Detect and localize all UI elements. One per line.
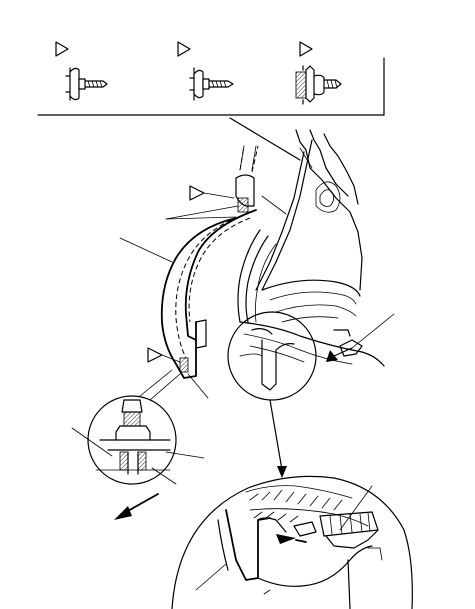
direction-arrow-icon (114, 493, 159, 520)
direction-arrow-icon (276, 534, 296, 544)
fender-liner-part (160, 145, 259, 379)
leader-lines (71, 195, 395, 595)
clip-fastener-icon (295, 65, 342, 105)
triangle-callout-icon (177, 41, 191, 57)
triangle-callout-icon (299, 41, 313, 57)
screw-with-washer-icon (65, 67, 108, 101)
triangle-callout-icon (55, 41, 69, 57)
direction-arrow-icon (277, 466, 287, 478)
fastener-item-a (55, 41, 108, 101)
direction-arrow-icon (326, 350, 338, 362)
bottom-detail-view (171, 475, 413, 609)
upper-fender-clip (237, 197, 249, 213)
lower-splash-guard-clip (179, 357, 189, 373)
fastener-item-c (295, 41, 342, 105)
clip-detail-circle (87, 395, 177, 485)
body-detail-circle (227, 311, 317, 401)
screw-icon (189, 67, 234, 101)
fastener-item-b (177, 41, 234, 101)
vehicle-body-structure (229, 117, 385, 367)
triangle-callout-icon (189, 185, 205, 201)
fastener-legend-box (37, 41, 385, 116)
triangle-callout-icon (147, 347, 163, 363)
